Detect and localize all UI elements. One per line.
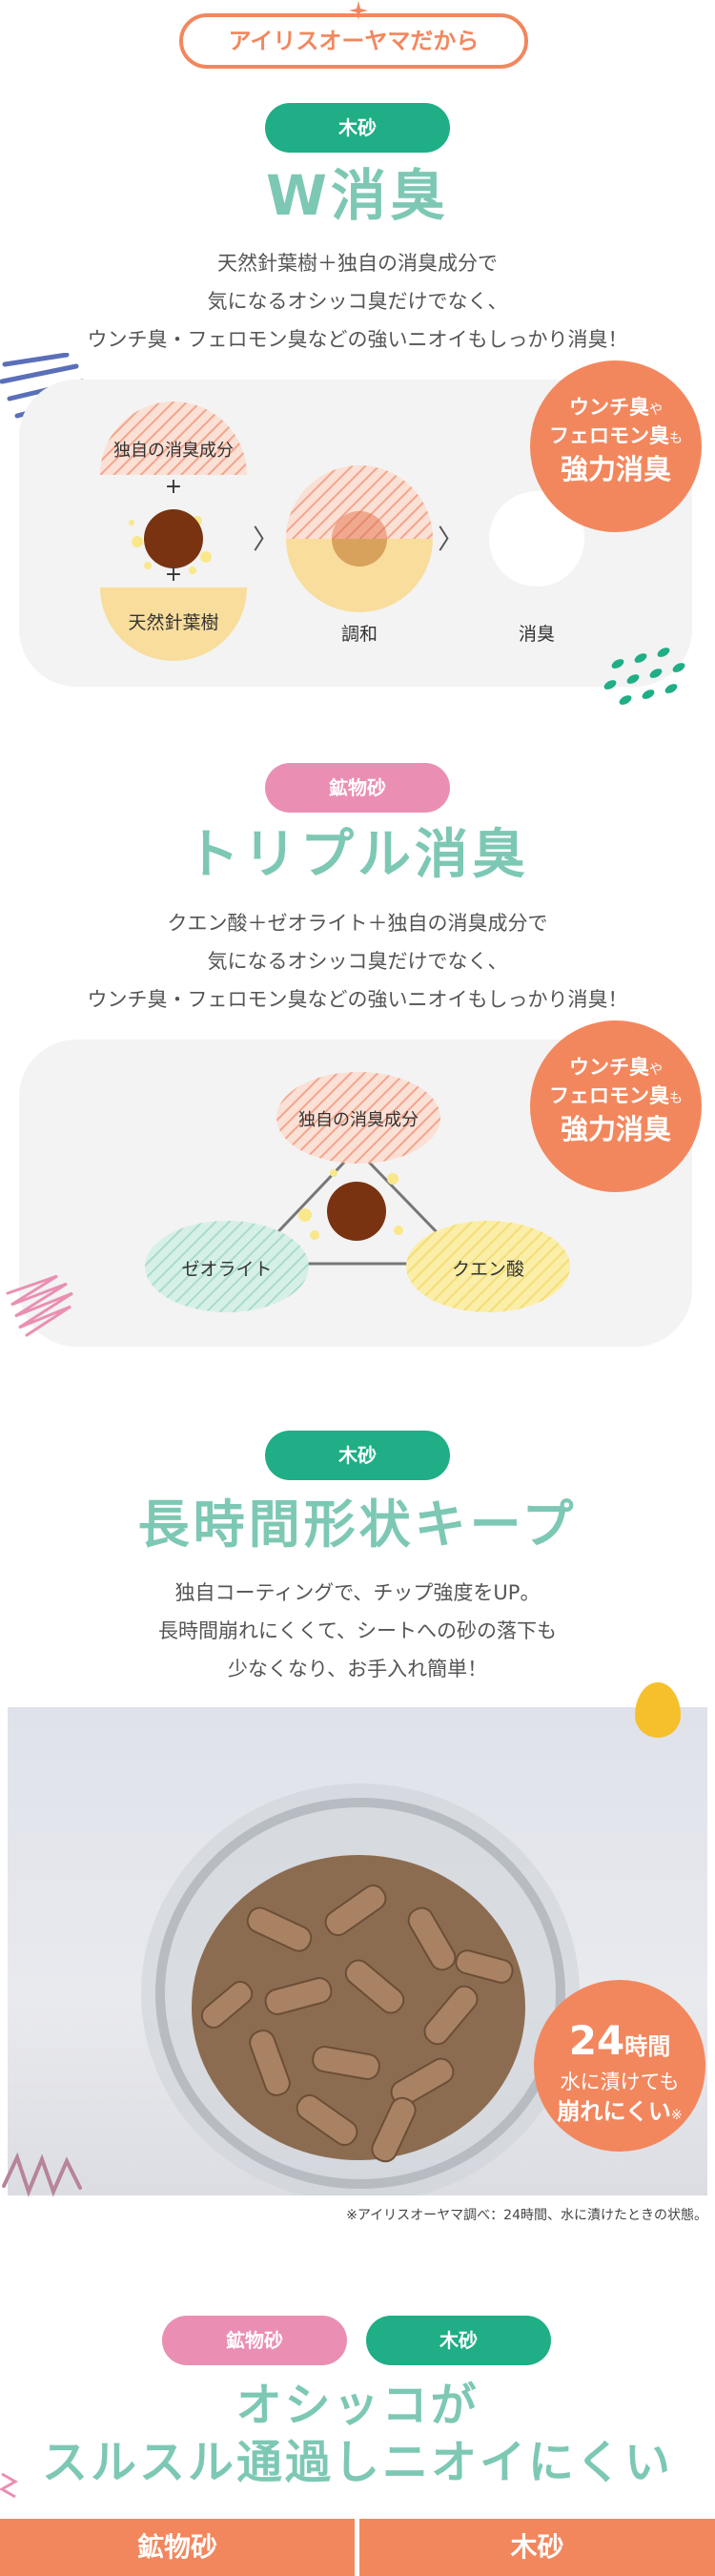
odor-ball-icon-2: [327, 1182, 386, 1241]
section2-desc: クエン酸＋ゼオライト＋独自の消臭成分で 気になるオシッコ臭だけでなく、 ウンチ臭…: [87, 912, 628, 1011]
section2-tag: 鉱物砂: [265, 763, 450, 813]
section1-desc: 天然針葉樹＋独自の消臭成分で 気になるオシッコ臭だけでなく、 ウンチ臭・フェロモ…: [87, 252, 628, 351]
bottom-halfcircle: [100, 587, 247, 661]
section4-tag-mineral: 鉱物砂: [162, 2316, 347, 2365]
col-header-mineral: 鉱物砂: [0, 2519, 355, 2576]
triple-diagram: [145, 1072, 570, 1312]
bottom-component-label: 天然針葉樹: [128, 612, 219, 633]
section3-note: ※アイリスオーヤマ調べ：24時間、水に漬けたときの状態。: [346, 2208, 707, 2223]
arrow-right-icon-1: 〉: [252, 524, 279, 555]
mauve-scribble-decoration-icon: [0, 2134, 95, 2211]
section1-tag: 木砂: [265, 103, 450, 153]
section1-title: W消臭: [266, 163, 449, 228]
tri-top-label: 独自の消臭成分: [298, 1110, 419, 1130]
top-halfcircle: [100, 402, 247, 475]
tri-left-label: ゼオライト: [181, 1259, 273, 1280]
tri-right-label: クエン酸: [451, 1259, 524, 1280]
top-banner: アイリスオーヤマだから: [179, 13, 528, 69]
result-label: 消臭: [518, 624, 555, 645]
mix-label: 調和: [340, 624, 378, 645]
arrow-right-icon-2: 〉: [437, 524, 464, 555]
top-ellipse: [276, 1072, 440, 1164]
green-dots-decoration-icon: [601, 645, 696, 721]
wsmell-diagram: [100, 402, 584, 661]
pellets-in-glass-image: [141, 1783, 580, 2195]
section3-tag: 木砂: [265, 1431, 450, 1480]
odor-ball-icon: [144, 509, 203, 568]
plus-sign-bottom: +: [164, 563, 183, 587]
top-component-label: 独自の消臭成分: [113, 441, 234, 461]
section3-badge: 24時間 水に漬けても 崩れにくい※: [534, 1980, 705, 2152]
banner-sparkle-icon: [345, 0, 372, 21]
section4-tag-wood: 木砂: [366, 2316, 551, 2365]
plus-sign-top: +: [164, 475, 183, 499]
section2-badge: ウンチ臭や フェロモン臭も 強力消臭: [530, 1020, 702, 1192]
pink-scribble-decoration-icon: [0, 1272, 80, 1349]
top-banner-label: アイリスオーヤマだから: [228, 28, 480, 54]
right-ellipse: [406, 1221, 570, 1312]
col-header-wood: 木砂: [359, 2519, 715, 2576]
section3-title: 長時間形状キープ: [137, 1494, 578, 1555]
section4-title: オシッコが スルスル通過しニオイにくい: [41, 2379, 674, 2489]
left-ellipse: [145, 1221, 309, 1312]
section2-title: トリプル消臭: [186, 824, 529, 886]
section1-badge: ウンチ臭や フェロモン臭も 強力消臭: [530, 361, 702, 532]
yellow-blob-decoration-icon: [635, 1682, 681, 1738]
pink-scribble-small-decoration-icon: [0, 2468, 19, 2506]
section3-desc: 独自コーティングで、チップ強度をUP。 長時間崩れにくくて、シートへの砂の落下も…: [158, 1581, 557, 1680]
